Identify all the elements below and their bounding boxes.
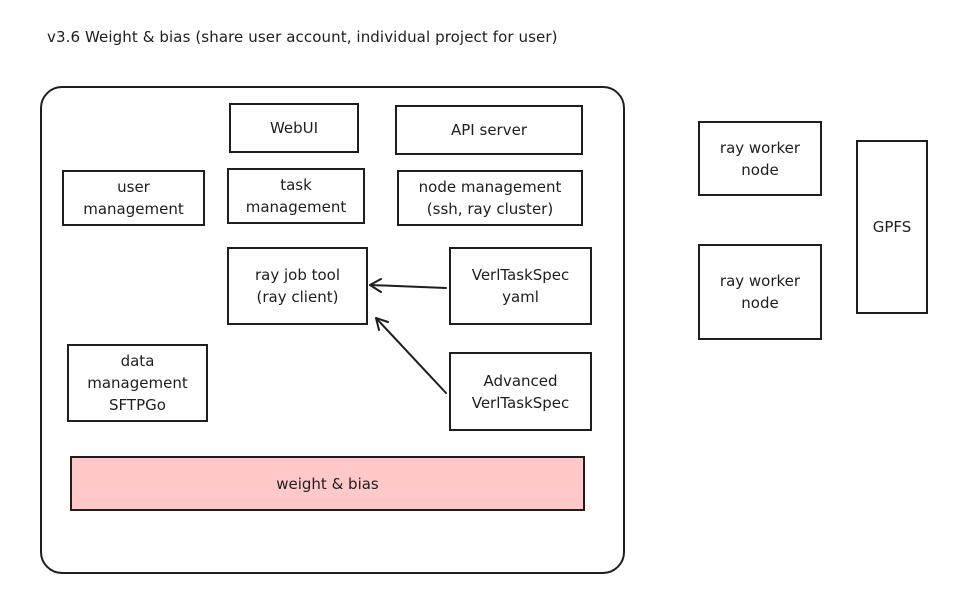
task-management-box: task management [227,168,365,224]
advanced-verl-task-spec-box: Advanced VerlTaskSpec [449,352,592,431]
ray-worker-node-2-box: ray worker node [698,244,822,340]
platform-container [40,86,625,574]
ray-job-tool-box: ray job tool (ray client) [227,247,368,325]
node-management-box: node management (ssh, ray cluster) [397,170,583,226]
data-management-box: data management SFTPGo [67,344,208,422]
verl-task-spec-box: VerlTaskSpec yaml [449,247,592,325]
user-management-box: user management [62,170,205,226]
api-server-box: API server [395,105,583,155]
ray-worker-node-1-box: ray worker node [698,121,822,196]
weight-bias-box: weight & bias [70,456,585,511]
webui-box: WebUI [229,103,359,153]
gpfs-box: GPFS [856,140,928,314]
diagram-title: v3.6 Weight & bias (share user account, … [47,28,558,46]
